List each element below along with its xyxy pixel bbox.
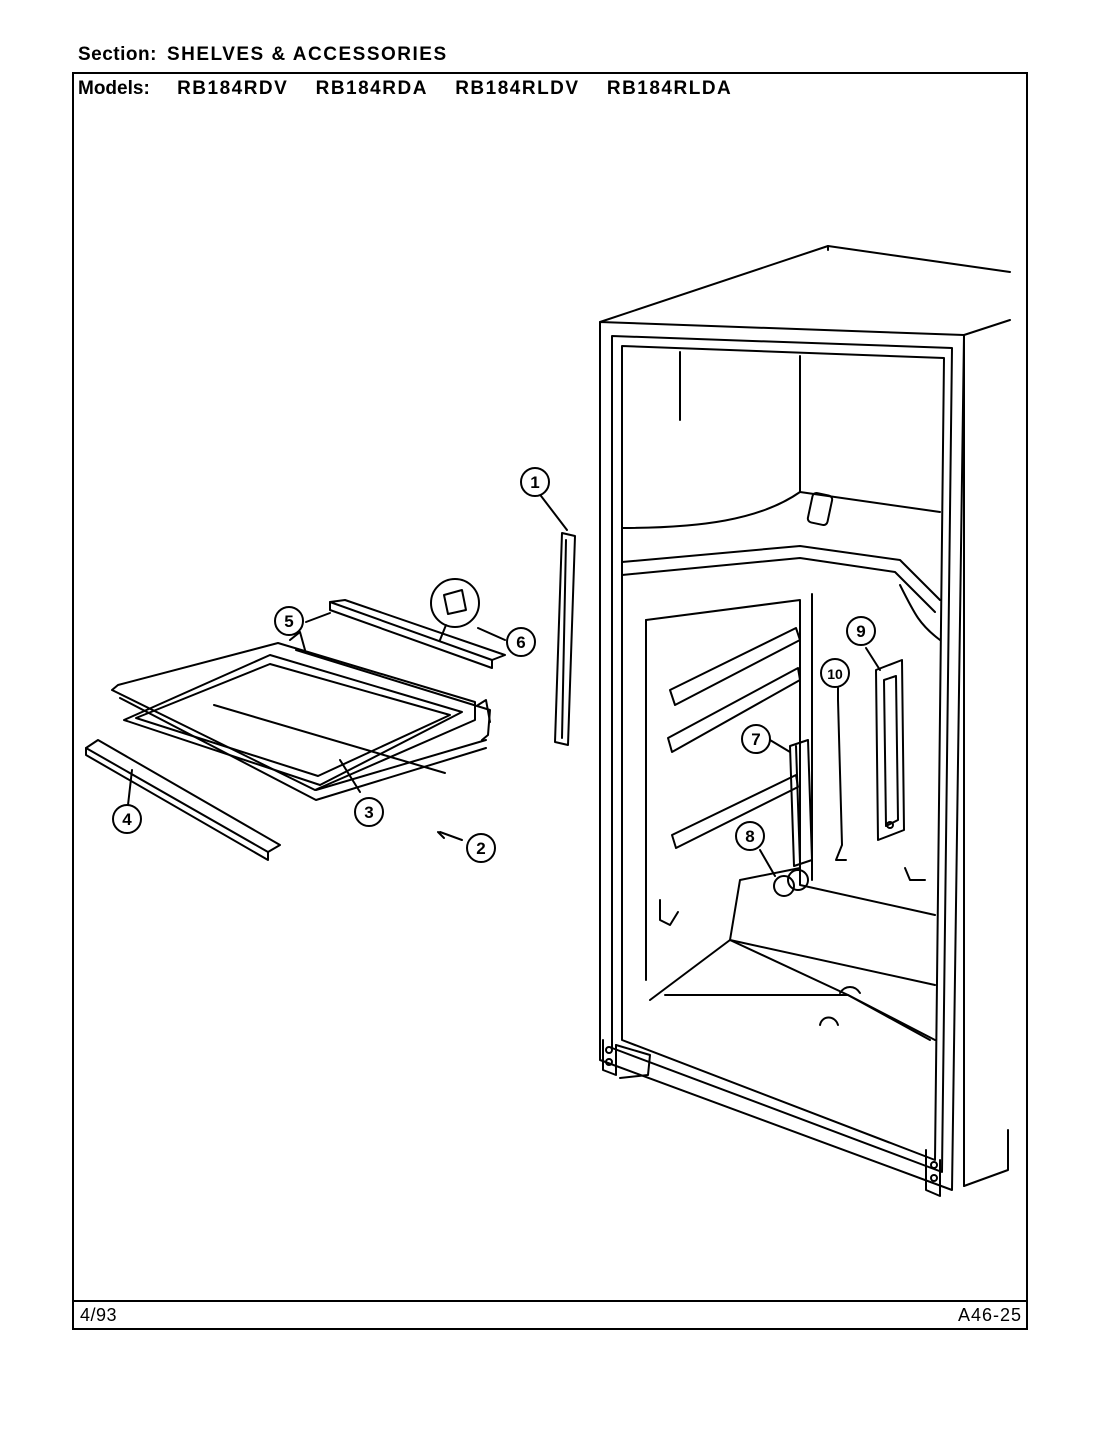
callout-number: 7 (751, 730, 760, 749)
refrigerator-cabinet (599, 245, 1011, 1197)
models-heading: Models: RB184RDV RB184RDA RB184RLDV RB18… (78, 78, 732, 100)
callout-number: 10 (827, 666, 843, 682)
callout-number: 9 (856, 622, 865, 641)
part-10-drain-tube (835, 687, 847, 861)
callout-10: 10 (820, 658, 850, 688)
part-7-shelf-bracket (769, 739, 813, 867)
part-4-front-trim (85, 739, 281, 861)
callout-5: 5 (274, 606, 304, 636)
callout-7: 7 (741, 724, 771, 754)
callout-6: 6 (506, 627, 536, 657)
callout-4: 4 (112, 804, 142, 834)
callout-number: 2 (476, 839, 485, 858)
section-heading: Section: SHELVES & ACCESSORIES (78, 44, 448, 66)
part-5-shelf-trim (305, 599, 506, 669)
model-number: RB184RLDA (606, 78, 733, 99)
part-1-gasket-strip (537, 491, 576, 746)
model-number: RB184RLDV (455, 78, 580, 99)
callout-number: 8 (745, 827, 754, 846)
footer-divider (72, 1300, 1028, 1302)
models-label: Models: (78, 78, 150, 99)
section-label: Section: (78, 44, 157, 65)
callout-number: 6 (516, 633, 525, 652)
callout-1: 1 (520, 467, 550, 497)
part-8-roller (759, 849, 809, 897)
callout-8: 8 (735, 821, 765, 851)
section-value: SHELVES & ACCESSORIES (166, 44, 448, 65)
part-9-light-housing (865, 647, 905, 841)
callout-number: 3 (364, 803, 373, 822)
revision-date: 4/93 (80, 1305, 118, 1325)
diagram-code: A46-25 (957, 1305, 1022, 1325)
part-2-shelf-frame (111, 631, 491, 841)
model-number: RB184RDV (177, 78, 289, 99)
diagram-frame (72, 72, 1028, 1330)
model-number: RB184RDA (315, 78, 428, 99)
callout-number: 1 (530, 473, 539, 492)
callout-number: 4 (122, 810, 132, 829)
callout-3: 3 (354, 797, 384, 827)
callout-number: 5 (284, 612, 293, 631)
part-3-glass-shelf (123, 654, 463, 793)
part-6-clip-detail (430, 578, 506, 641)
callout-2: 2 (466, 833, 496, 863)
callout-9: 9 (846, 616, 876, 646)
